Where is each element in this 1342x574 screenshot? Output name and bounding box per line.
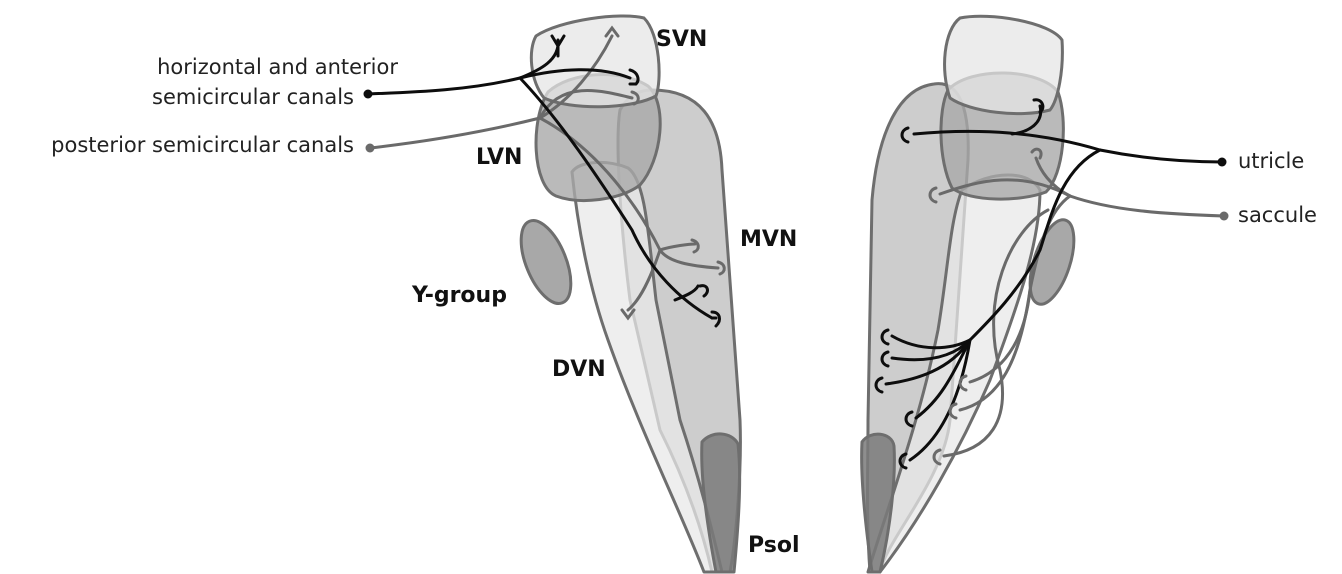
psol-label: Psol	[748, 533, 800, 558]
horizontal-anterior-canals-label-line1: horizontal and anterior	[157, 55, 398, 79]
utricle-label: utricle	[1238, 149, 1304, 173]
left-black-input-dot	[364, 90, 373, 99]
right-black-input-dot	[1218, 158, 1227, 167]
lvn-label: LVN	[476, 145, 522, 170]
right-brainstem	[862, 16, 1083, 572]
right-svn-nucleus	[945, 16, 1063, 113]
left-y-group-nucleus	[511, 214, 581, 311]
svn-label: SVN	[656, 27, 707, 52]
left-gray-input-dot	[366, 144, 375, 153]
horizontal-anterior-canals-label-line2: semicircular canals	[152, 85, 354, 109]
right-gray-input-dot	[1220, 212, 1229, 221]
dvn-label: DVN	[552, 357, 606, 382]
posterior-canals-label: posterior semicircular canals	[51, 133, 354, 157]
y-group-label: Y-group	[411, 283, 507, 308]
saccule-label: saccule	[1238, 203, 1317, 227]
mvn-label: MVN	[740, 227, 797, 252]
